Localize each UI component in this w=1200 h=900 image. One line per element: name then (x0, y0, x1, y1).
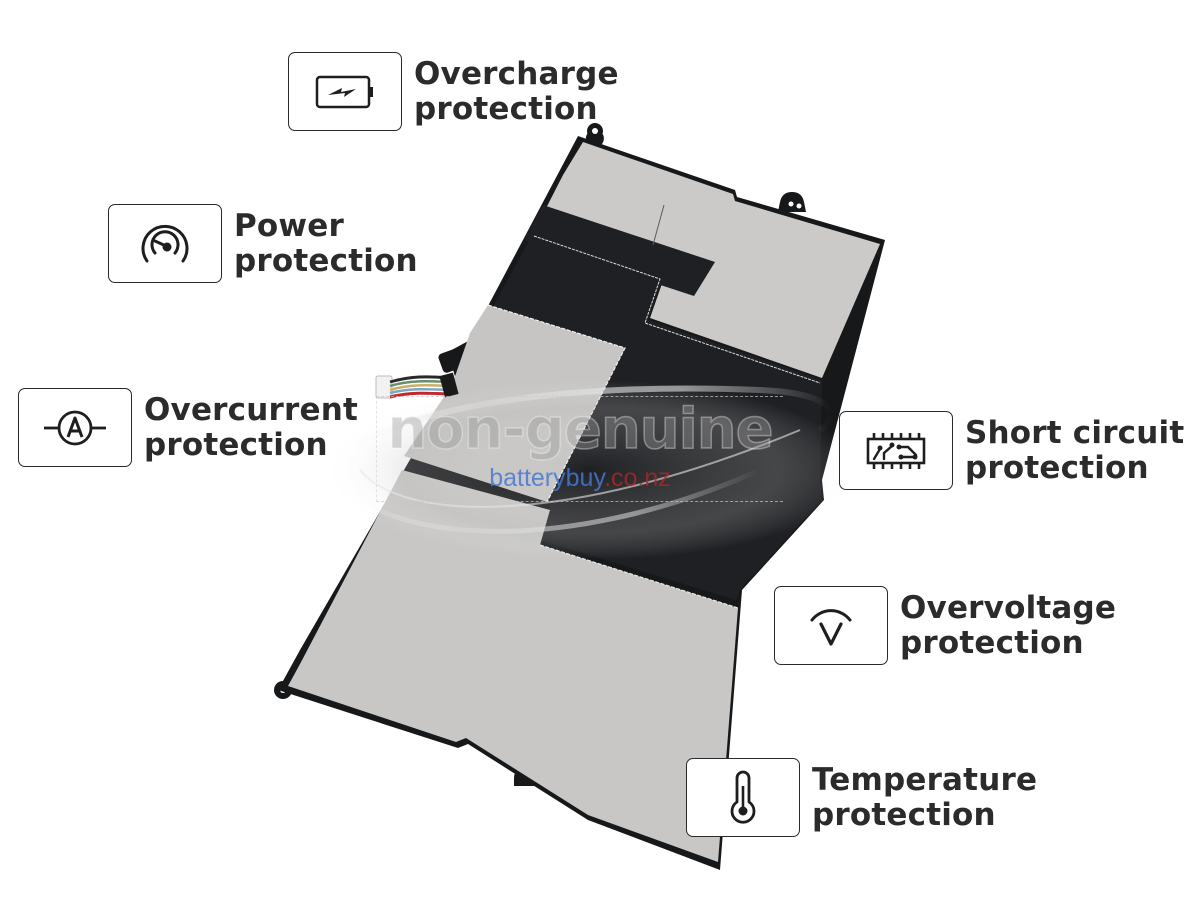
panel-bottom (288, 470, 738, 862)
connector-cable (375, 372, 459, 399)
icon-box (288, 52, 402, 131)
icon-box (18, 388, 132, 467)
gauge-icon (141, 224, 189, 262)
feature-title: Overcurrent (144, 391, 359, 428)
feature-title: Temperature (812, 761, 1038, 798)
feature-title: Overcharge (414, 55, 619, 92)
feature-label: Overcharge protection (414, 55, 619, 127)
icon-box (108, 204, 222, 283)
ammeter-icon (44, 410, 106, 445)
feature-label: Overcurrent protection (144, 391, 359, 463)
feature-temperature-protection: Temperature protection (686, 758, 1037, 837)
feature-power-protection: Power protection (108, 204, 418, 283)
feature-title: Short circuit (965, 414, 1185, 451)
feature-overvoltage-protection: Overvoltage protection (774, 586, 1116, 665)
feature-subtitle: protection (234, 242, 418, 279)
feature-short-circuit-protection: Short circuit protection (839, 411, 1184, 490)
feature-label: Power protection (234, 207, 418, 279)
icon-box (774, 586, 888, 665)
feature-subtitle: protection (414, 90, 598, 127)
feature-subtitle: protection (900, 624, 1084, 661)
circuit-chip-icon (866, 432, 926, 469)
feature-label: Short circuit protection (965, 414, 1185, 486)
feature-overcurrent-protection: Overcurrent protection (18, 388, 358, 467)
feature-subtitle: protection (965, 449, 1149, 486)
feature-subtitle: protection (812, 796, 996, 833)
feature-subtitle: protection (144, 426, 328, 463)
feature-label: Temperature protection (812, 761, 1038, 833)
thermometer-icon (730, 770, 756, 824)
icon-box (839, 411, 953, 490)
battery-charge-icon (315, 75, 373, 108)
voltmeter-icon (810, 608, 852, 646)
feature-overcharge-protection: Overcharge protection (288, 52, 619, 131)
feature-label: Overvoltage protection (900, 589, 1117, 661)
feature-title: Overvoltage (900, 589, 1117, 626)
icon-box (686, 758, 800, 837)
feature-title: Power (234, 207, 344, 244)
